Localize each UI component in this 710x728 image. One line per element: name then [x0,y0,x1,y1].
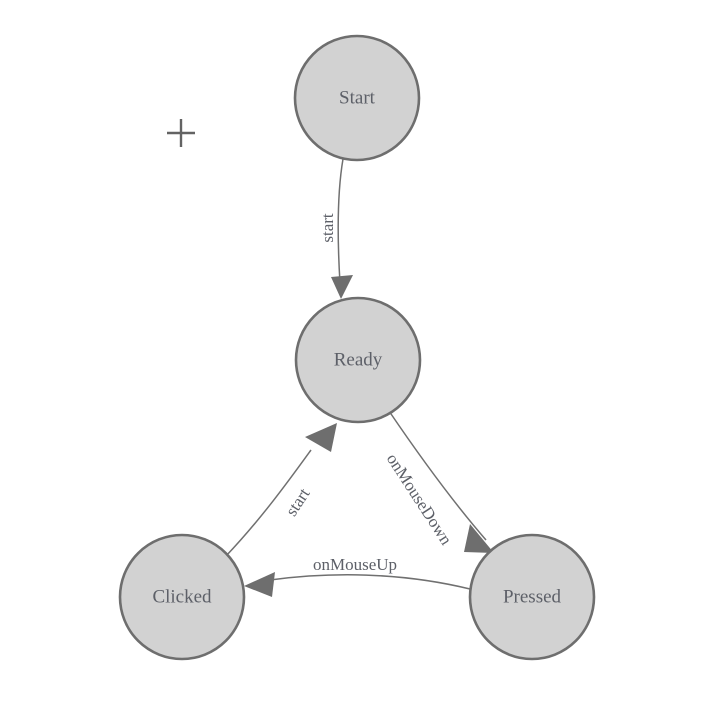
node-circle-ready[interactable] [294,296,422,424]
edge-label-start-to-ready: start [318,213,337,243]
edge-ready-to-pressed[interactable]: onMouseDown [383,410,494,553]
crosshair-icon[interactable] [167,119,195,147]
arrowhead-ready-bottomleft [305,423,337,452]
edge-line-start-to-ready [337,158,344,284]
edge-pressed-to-clicked[interactable]: onMouseUp [244,555,471,597]
node-label-pressed: Pressed [503,586,562,607]
edge-line-ready-to-pressed [388,410,487,541]
edge-clicked-to-ready[interactable]: start [225,423,337,557]
node-start[interactable]: Start [293,34,421,162]
node-circle-pressed[interactable] [468,533,596,661]
node-label-start: Start [339,87,376,108]
node-circle-start[interactable] [293,34,421,162]
node-label-ready: Ready [334,349,383,370]
node-circle-clicked[interactable] [118,533,246,661]
node-clicked[interactable]: Clicked [118,533,246,661]
edge-label-pressed-to-clicked: onMouseUp [313,555,397,574]
edge-start-to-ready[interactable]: start [318,158,353,299]
edge-line-clicked-to-ready [225,449,312,557]
arrowhead-pressed-topleft [464,524,494,553]
edge-line-pressed-to-clicked [269,574,471,590]
arrowhead-ready-top [331,275,353,299]
node-pressed[interactable]: Pressed [468,533,596,661]
node-ready[interactable]: Ready [294,296,422,424]
edge-label-clicked-to-ready: start [282,484,314,519]
edge-label-ready-to-pressed: onMouseDown [383,450,456,549]
node-label-clicked: Clicked [152,586,212,607]
arrowhead-clicked-right [244,572,275,597]
